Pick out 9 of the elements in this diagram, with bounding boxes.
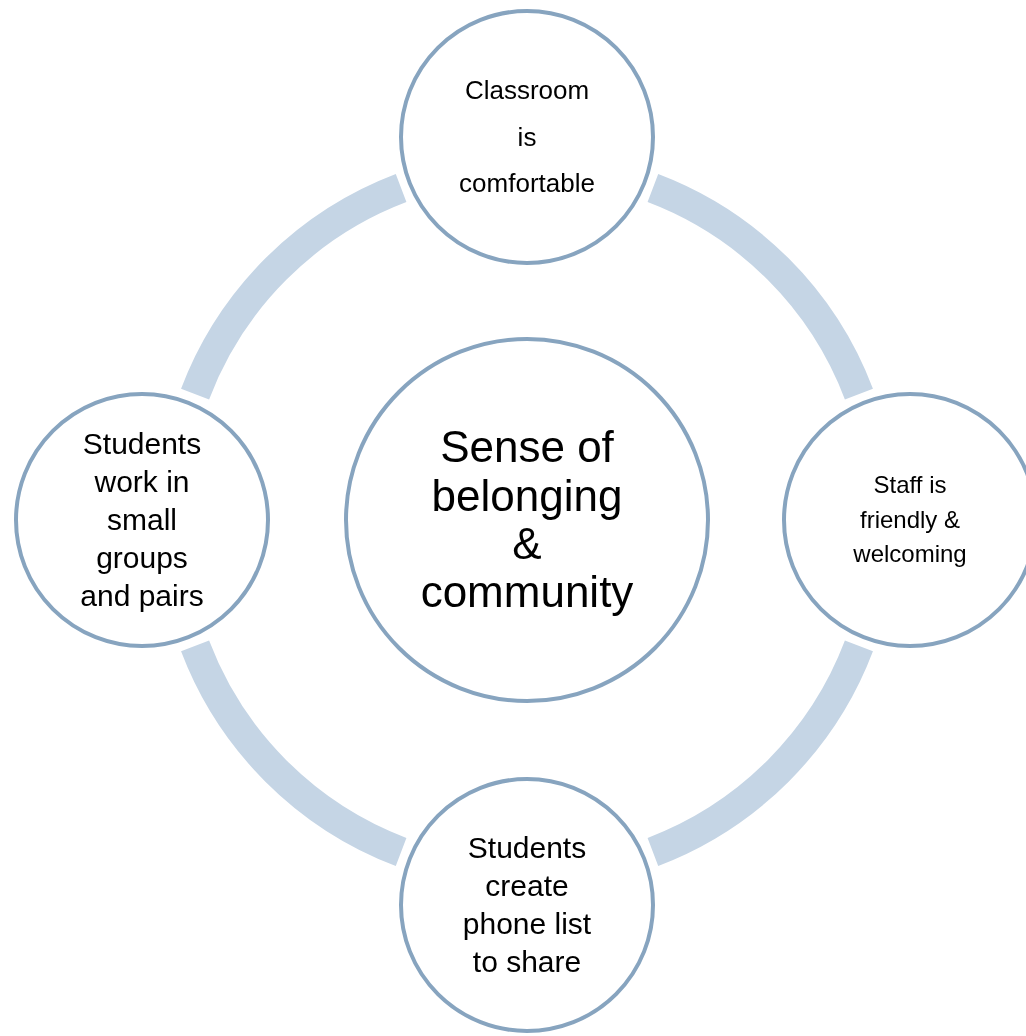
node-label: Students create phone list to share [461, 829, 593, 981]
ring-connector [181, 174, 408, 401]
ring-connector [646, 174, 873, 401]
node-label: Classroom is comfortable [458, 73, 596, 201]
ring-connector [646, 639, 873, 866]
node-label: Students work in small groups and pairs [79, 425, 205, 615]
node-label: Sense of belonging & community [419, 423, 635, 617]
ring-connector [181, 639, 408, 866]
node-label: Staff is friendly & welcoming [852, 469, 968, 570]
